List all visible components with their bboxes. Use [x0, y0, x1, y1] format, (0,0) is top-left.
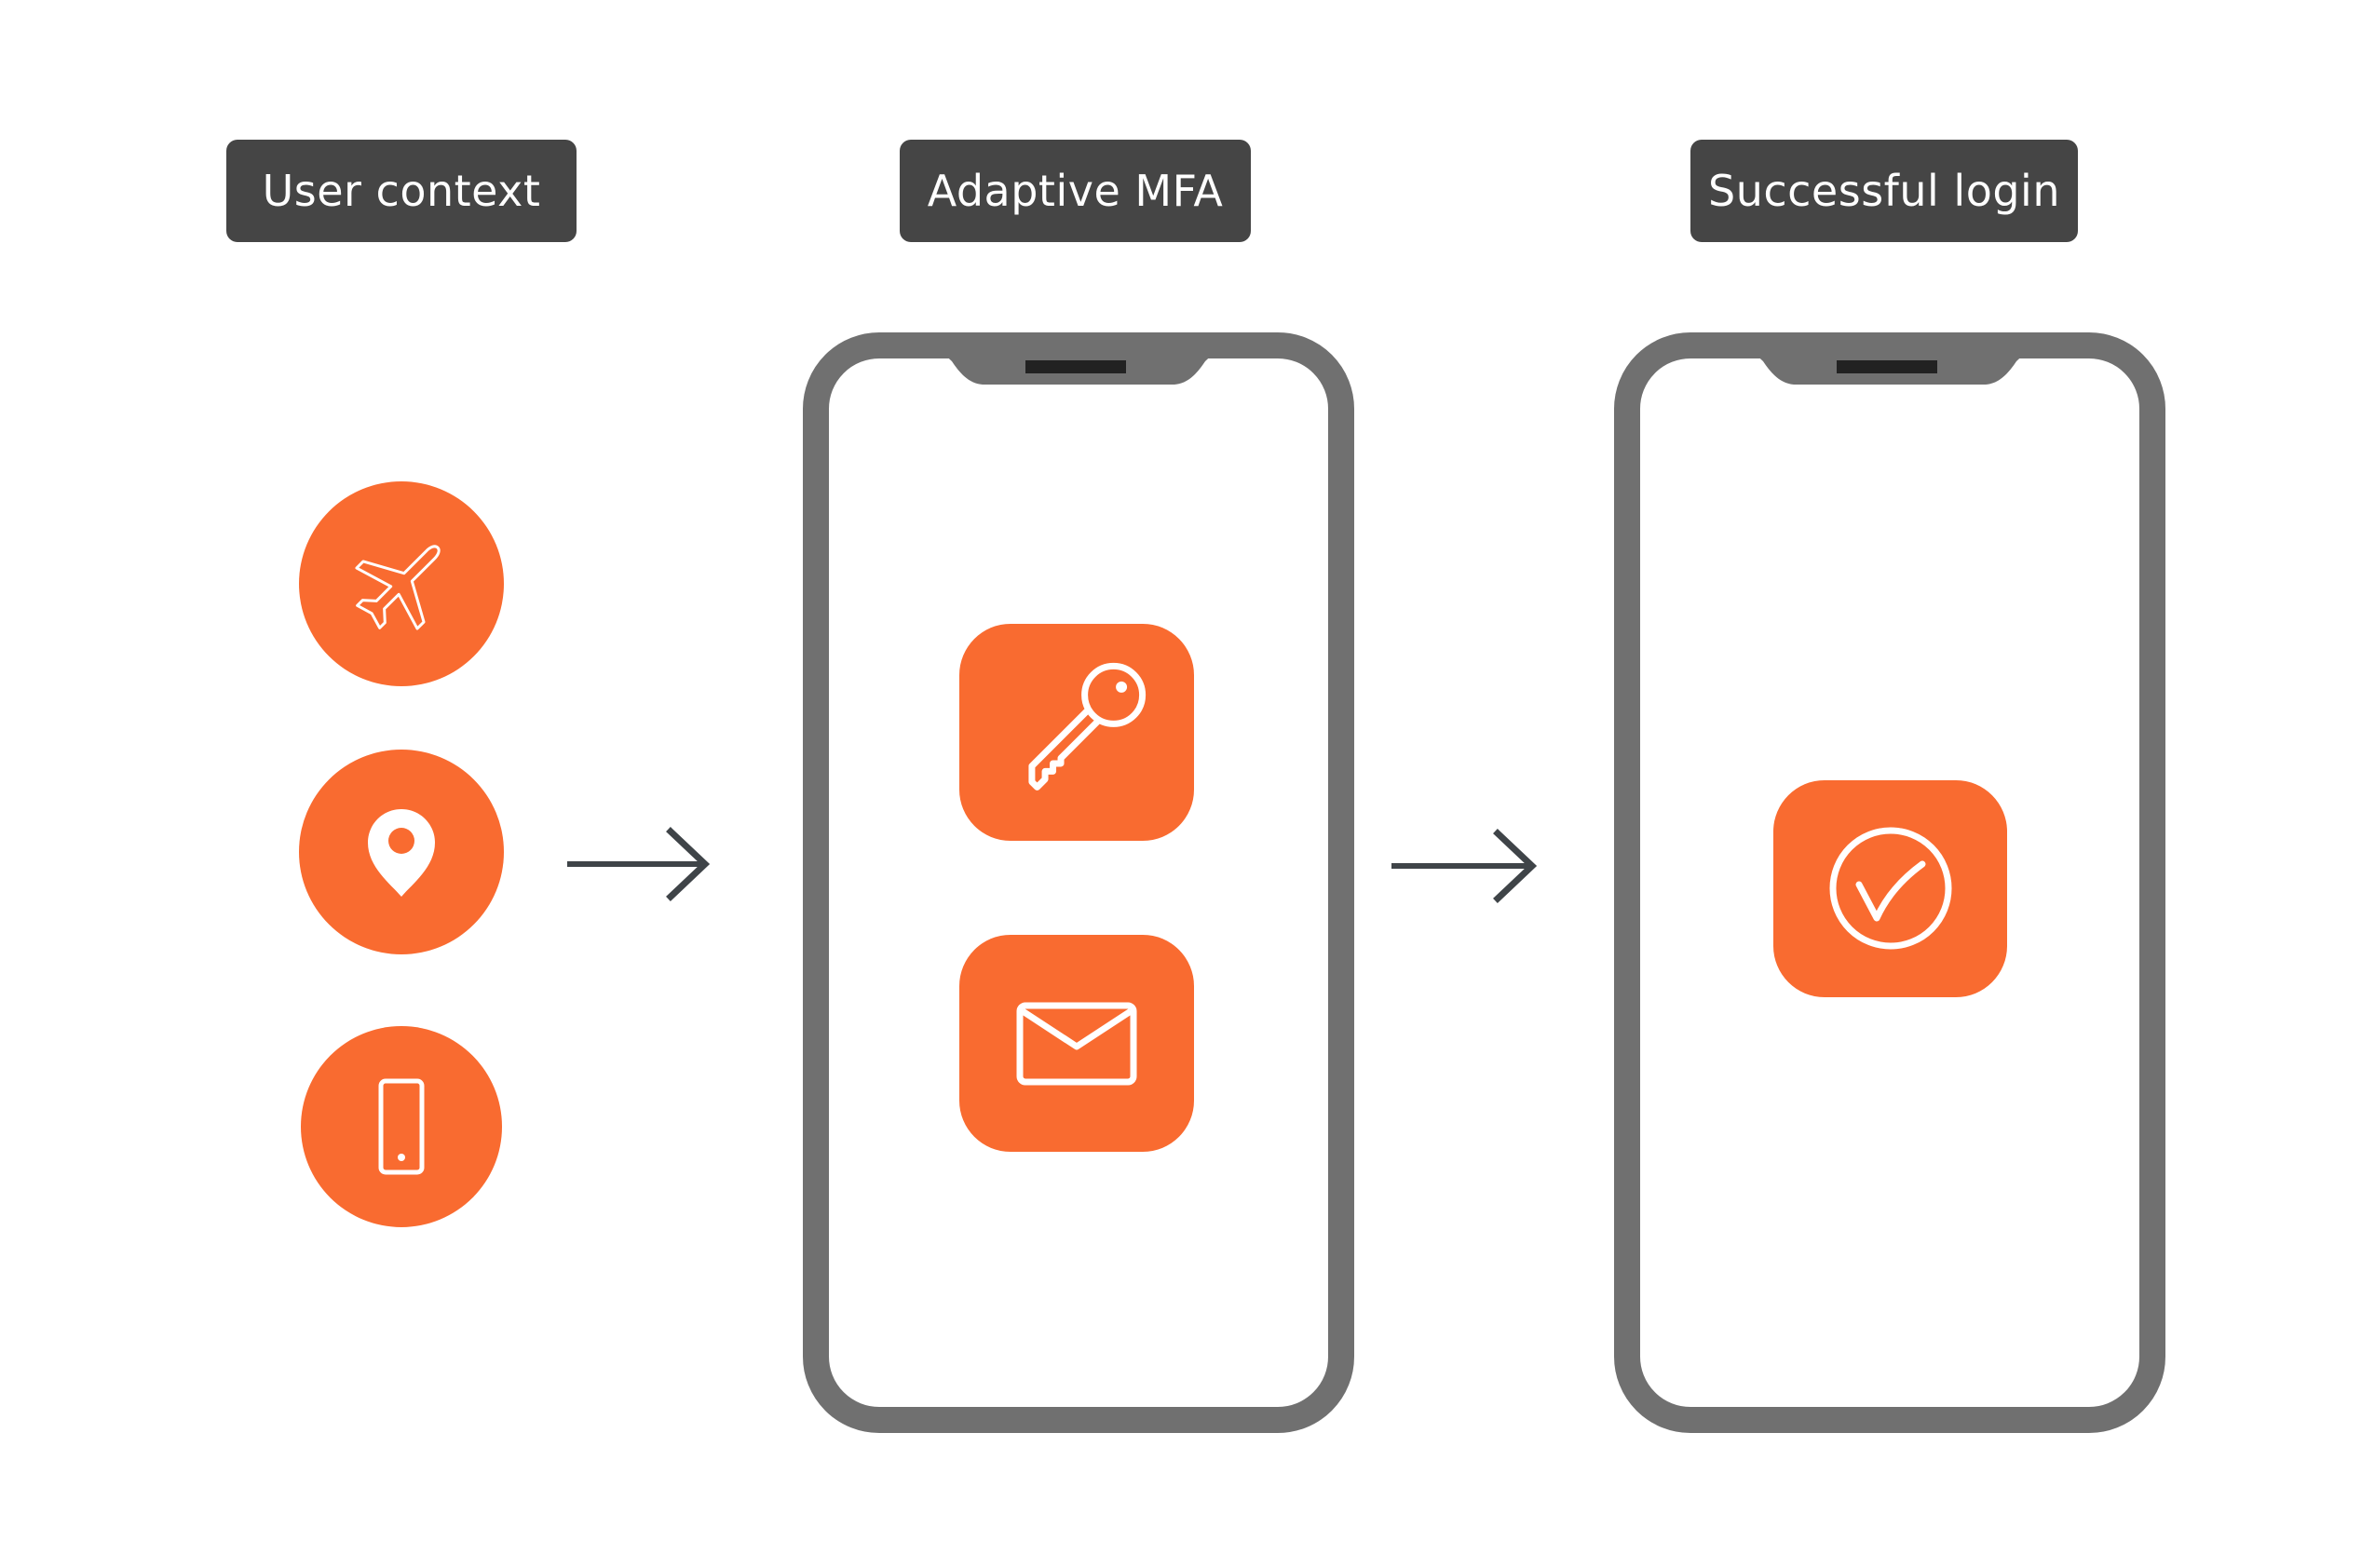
login-success-badge	[1773, 780, 2007, 997]
mfa-method-email	[959, 935, 1194, 1152]
stage-label-adaptive-mfa: Adaptive MFA	[900, 140, 1251, 242]
stage-label-successful-login: Successful login	[1690, 140, 2078, 242]
key-icon	[1028, 662, 1147, 791]
context-factor-travel	[299, 481, 504, 686]
context-factor-device	[301, 1026, 502, 1227]
flow-arrow-2	[1391, 829, 1538, 903]
airplane-icon	[355, 545, 441, 630]
stage-label-user-context: User context	[226, 140, 577, 242]
phone-speaker	[1837, 360, 1937, 373]
phone-frame-mfa	[803, 332, 1354, 1433]
mfa-method-key	[959, 624, 1194, 841]
phone-speaker	[1025, 360, 1126, 373]
smartphone-icon	[378, 1078, 425, 1175]
check-circle-icon	[1829, 827, 1952, 950]
flow-arrow-1	[567, 827, 711, 901]
location-pin-icon	[368, 809, 435, 897]
context-factor-location	[299, 750, 504, 954]
envelope-icon	[1016, 1002, 1137, 1086]
